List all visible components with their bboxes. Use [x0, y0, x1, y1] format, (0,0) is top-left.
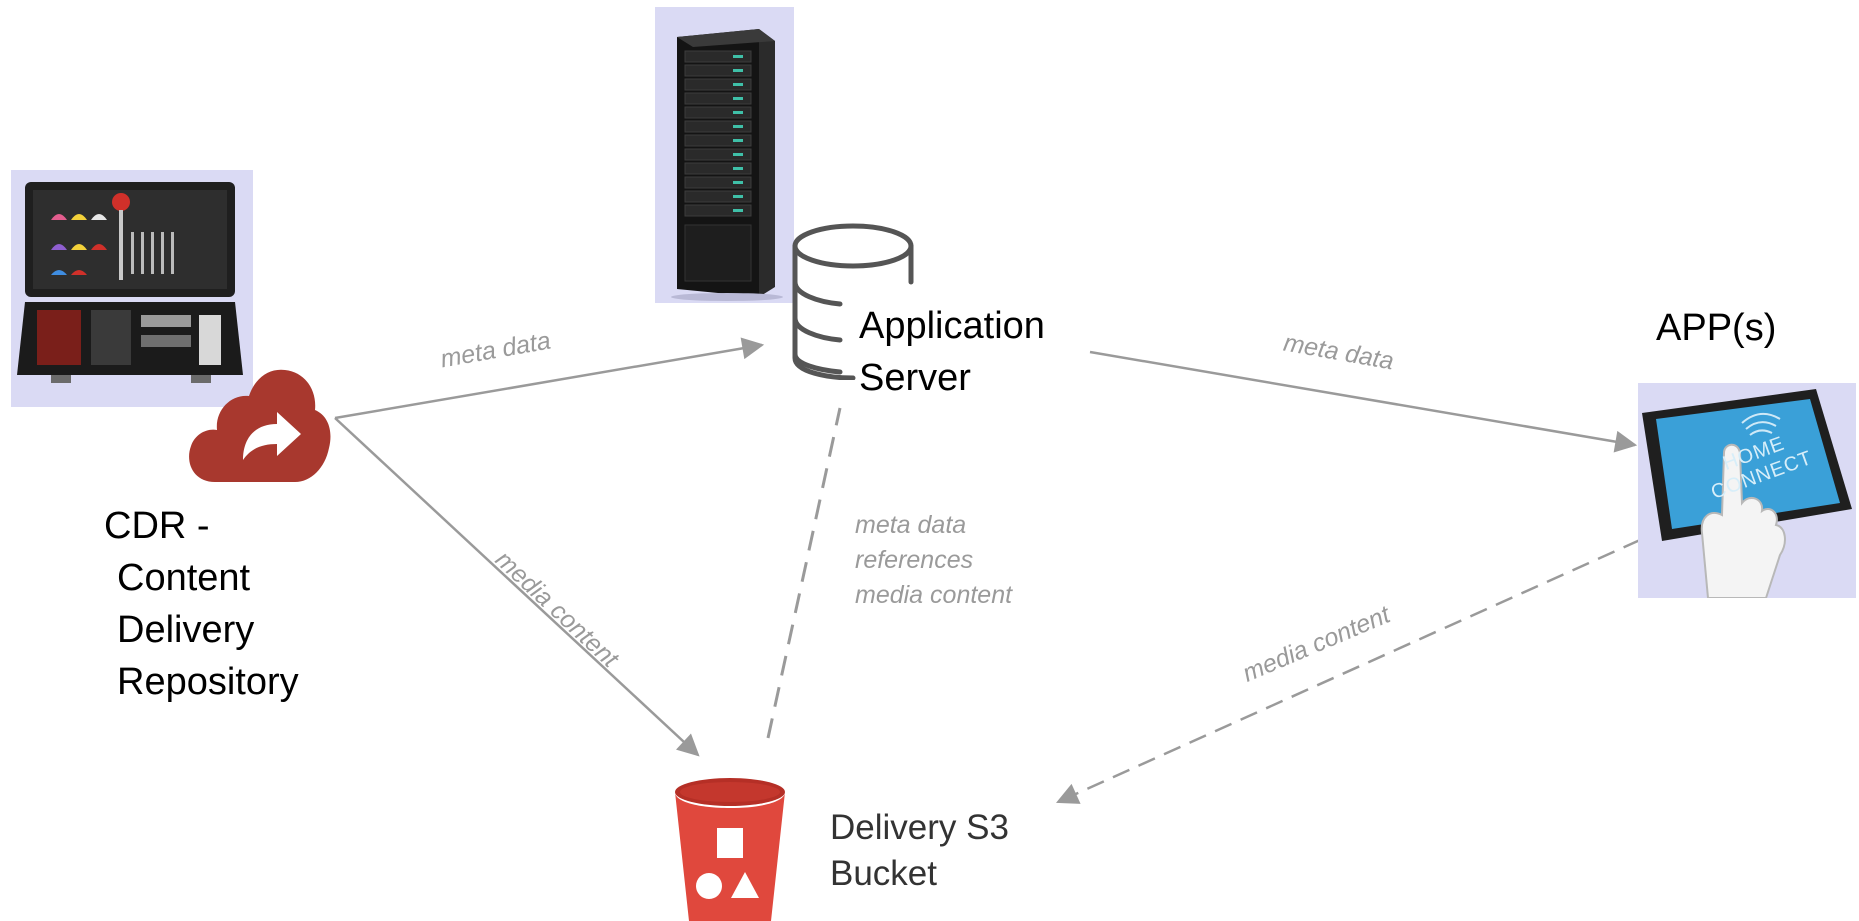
tablet-home-connect-photo: [1638, 383, 1856, 599]
cdr-label-line: Content: [117, 557, 251, 599]
app-server-label: Application Server: [859, 300, 1045, 404]
edge-label-line: meta data: [855, 511, 967, 539]
s3-label-line: Delivery S3: [830, 808, 1009, 847]
s3-label-line: Bucket: [830, 854, 937, 893]
edge-cdr-to-app-server: [334, 337, 765, 420]
app-server-label-line: Server: [859, 357, 971, 399]
edge-app-server-to-apps: [1089, 350, 1638, 453]
server-rack-photo: [655, 7, 794, 303]
dart-case-photo: [11, 170, 253, 407]
edge-label-line: media content: [855, 581, 1013, 609]
cdr-label: CDR - Content Delivery Repository: [104, 500, 299, 708]
edge-apps-to-s3: [1055, 538, 1641, 804]
s3-bucket-icon: [673, 776, 788, 921]
cdr-label-line: CDR -: [104, 505, 210, 547]
edge-label-s3-to-app-server: meta data references media content: [855, 508, 1012, 613]
cloud-share-icon: [185, 350, 333, 485]
app-server-label-line: Application: [859, 305, 1045, 347]
database-icon: [788, 220, 918, 381]
apps-label: APP(s): [1656, 307, 1777, 349]
cdr-label-line: Repository: [117, 661, 299, 703]
s3-label: Delivery S3 Bucket: [830, 805, 1009, 897]
cdr-label-line: Delivery: [117, 609, 255, 651]
edge-s3-to-app-server: [766, 407, 842, 739]
edge-label-line: references: [855, 546, 974, 574]
edge-cdr-to-s3: [334, 417, 700, 757]
